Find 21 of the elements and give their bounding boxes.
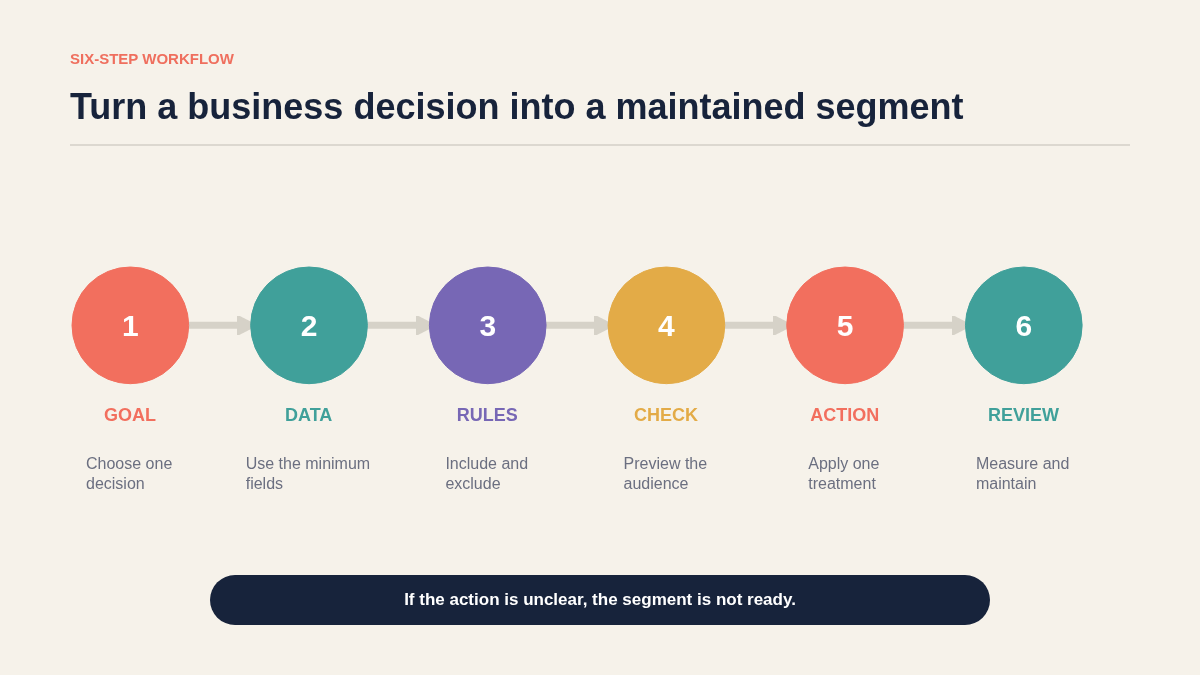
step-label: RULES <box>456 404 518 427</box>
caption-banner: If the action is unclear, the segment is not ready. <box>210 575 990 625</box>
step-label: REVIEW <box>987 404 1059 427</box>
step-description: Measure and maintain <box>975 454 1071 495</box>
step-circle: 1 <box>71 266 189 384</box>
step-label: DATA <box>285 404 333 427</box>
step-description: Preview the audience <box>623 454 709 495</box>
step-description: Include and exclude <box>445 454 530 495</box>
step-circle: 5 <box>785 266 904 384</box>
step-label: ACTION <box>810 404 880 427</box>
step-circle: 4 <box>607 266 725 384</box>
step-description: Choose one decision <box>86 454 174 495</box>
step-circle: 6 <box>964 266 1083 384</box>
step-circle: 3 <box>428 266 547 384</box>
step-description: Use the minimum fields <box>245 454 372 495</box>
eyebrow-label: SIX-STEP WORKFLOW <box>70 50 234 67</box>
step-description: Apply one treatment <box>808 454 881 495</box>
step-circle: 2 <box>249 266 368 384</box>
title: Turn a business decision into a maintained segment <box>70 86 964 128</box>
step-label: GOAL <box>104 404 156 427</box>
step-label: CHECK <box>634 404 699 427</box>
